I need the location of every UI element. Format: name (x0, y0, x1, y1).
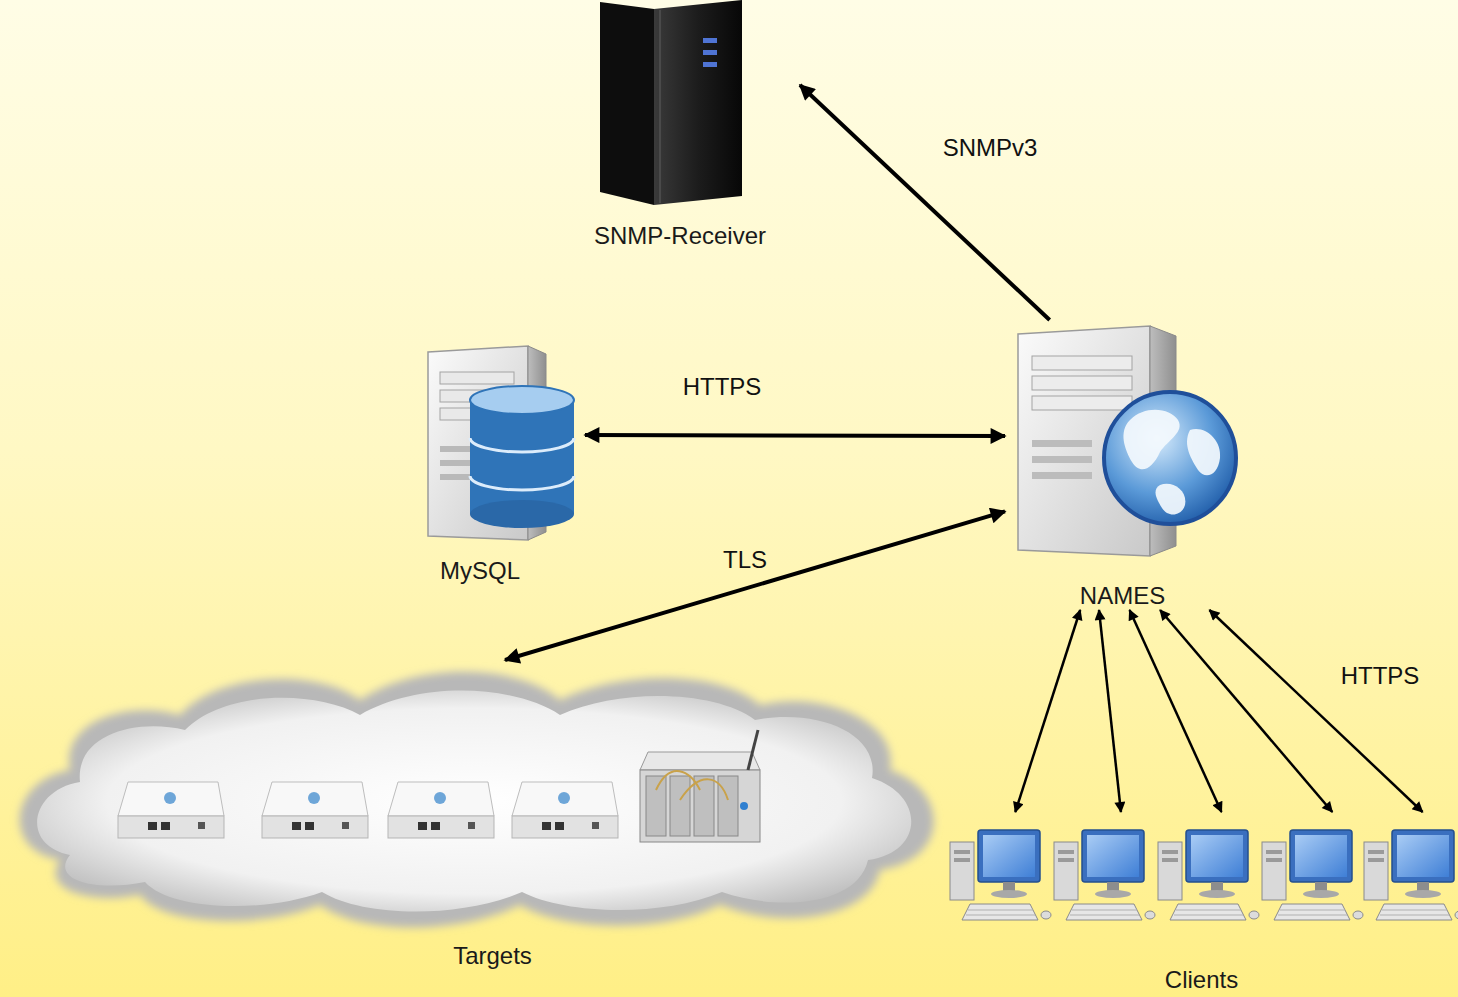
protocol-label: SNMPv3 (943, 134, 1038, 162)
web-server-node: NAMES (1005, 320, 1240, 610)
clients-node: Clients (945, 812, 1458, 994)
targets-cloud (20, 672, 934, 928)
protocol-label: HTTPS (683, 373, 762, 401)
connector-arrow (1099, 610, 1121, 812)
server-tower-black (600, 0, 742, 205)
protocol-label: HTTPS (1341, 662, 1420, 690)
targets-cloud-node: Targets (10, 660, 975, 970)
connector-arrow (800, 85, 1050, 320)
database-server (428, 346, 574, 540)
protocol-label: TLS (723, 546, 767, 574)
node-label: SNMP-Receiver (590, 222, 770, 250)
snmp-receiver: SNMP-Receiver (560, 0, 800, 250)
node-label: Clients (1161, 966, 1242, 994)
node-label: MySQL (436, 557, 524, 585)
connector-arrow (1160, 610, 1332, 812)
client-computers (950, 830, 1458, 920)
connector-arrow (1130, 610, 1222, 812)
connector-arrow (1015, 610, 1080, 812)
web-server (1018, 326, 1236, 556)
connector-arrow (505, 511, 1005, 660)
database-node: MySQL (375, 340, 585, 585)
node-label: Targets (449, 942, 536, 970)
rack-unit (640, 730, 760, 842)
connector-arrow (1209, 610, 1422, 812)
connector-arrow (585, 433, 1005, 438)
node-label: NAMES (1076, 582, 1169, 610)
